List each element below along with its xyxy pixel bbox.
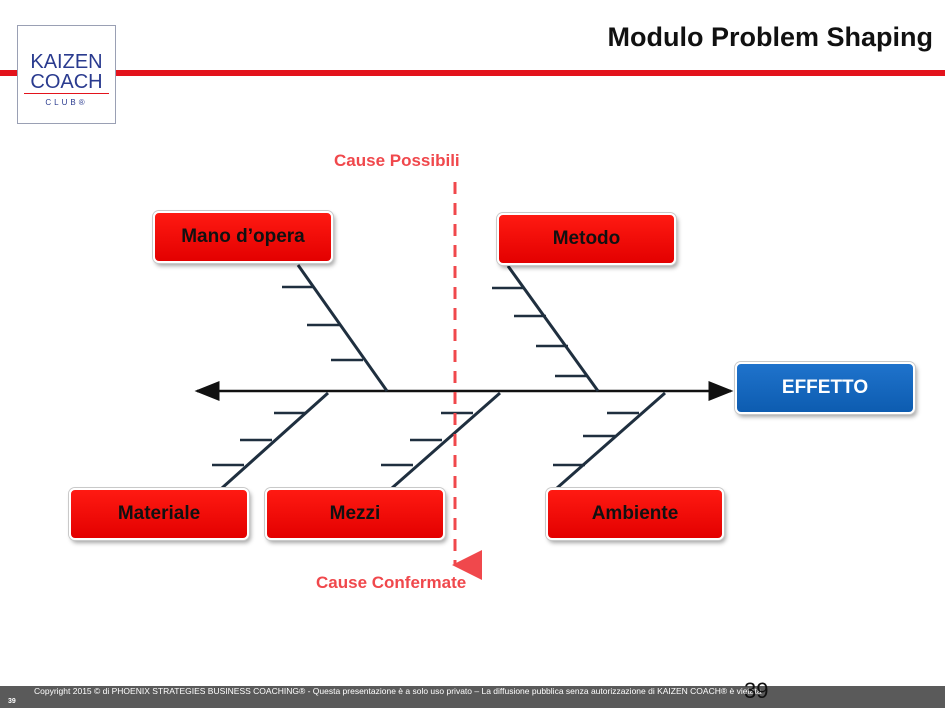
cause-label: Mano d’opera <box>181 226 305 247</box>
kaizen-coach-logo: KAIZEN COACH CLUB® <box>17 25 116 124</box>
bone-metodo <box>506 265 600 392</box>
effect-label: EFFETTO <box>781 377 869 398</box>
logo-line-3: CLUB® <box>45 98 88 107</box>
bone-ambiente <box>556 391 666 490</box>
bone-mano-dopera <box>296 264 389 392</box>
header-rule <box>116 70 945 76</box>
footer-bar <box>0 686 945 708</box>
cause-box-materiale: Materiale <box>69 488 249 540</box>
cause-label: Ambiente <box>591 503 679 524</box>
cause-box-metodo: Metodo <box>497 213 676 265</box>
bone-materiale <box>220 391 330 490</box>
header-rule-left <box>0 70 17 76</box>
footer-copyright: Copyright 2015 © di PHOENIX STRATEGIES B… <box>34 686 762 696</box>
effect-box: EFFETTO <box>735 362 915 414</box>
page-title: Modulo Problem Shaping <box>607 22 934 52</box>
cause-box-mano-dopera: Mano d’opera <box>153 211 333 263</box>
top-label-cause-possibili: Cause Possibili <box>334 151 460 170</box>
cause-label: Materiale <box>117 503 201 524</box>
logo-line-2: COACH <box>30 71 103 93</box>
bone-mezzi <box>391 391 501 490</box>
cause-label: Metodo <box>552 228 621 249</box>
cause-box-ambiente: Ambiente <box>546 488 724 540</box>
cause-box-mezzi: Mezzi <box>265 488 445 540</box>
logo-line-1: KAIZEN <box>30 51 103 73</box>
cause-label: Mezzi <box>329 503 381 524</box>
logo-divider <box>24 93 109 94</box>
footer-slide-number: 39 <box>8 698 16 705</box>
bottom-label-cause-confermate: Cause Confermate <box>316 573 467 592</box>
slide-number: 39 <box>744 678 769 703</box>
